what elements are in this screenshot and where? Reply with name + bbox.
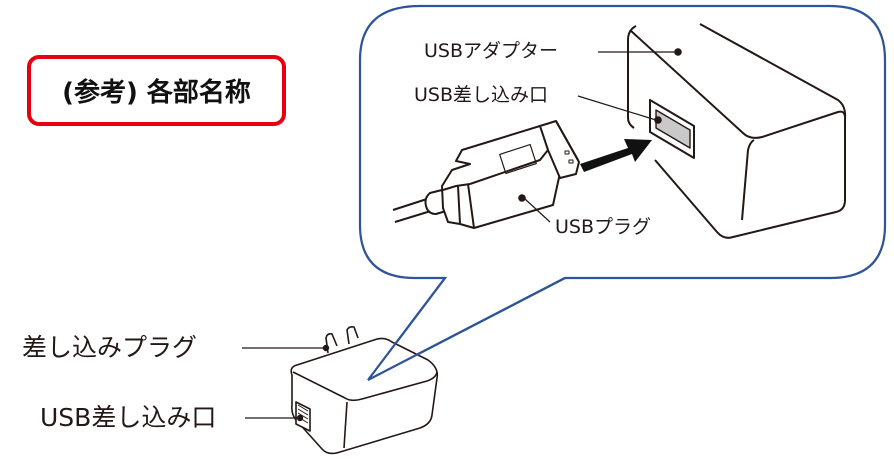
usb-adapter-closeup — [627, 23, 847, 239]
callout-leaders — [518, 48, 682, 223]
label-plug-prongs: 差し込みプラグ — [22, 333, 198, 362]
usb-plug-closeup — [392, 120, 580, 229]
page-title: (参考) 各部名称 — [62, 78, 251, 108]
label-usb-port-main: USB差し込み口 — [40, 403, 217, 432]
main-leaders — [242, 344, 330, 422]
insert-arrow-icon — [580, 139, 652, 172]
reference-title-box: (参考) 各部名称 — [27, 55, 286, 126]
label-usb-adapter: USBアダプター — [424, 40, 559, 62]
callout-tail — [367, 277, 566, 381]
label-usb-plug: USBプラグ — [555, 216, 652, 238]
usb-adapter-main — [290, 326, 439, 455]
label-usb-port-closeup: USB差し込み口 — [414, 84, 549, 106]
